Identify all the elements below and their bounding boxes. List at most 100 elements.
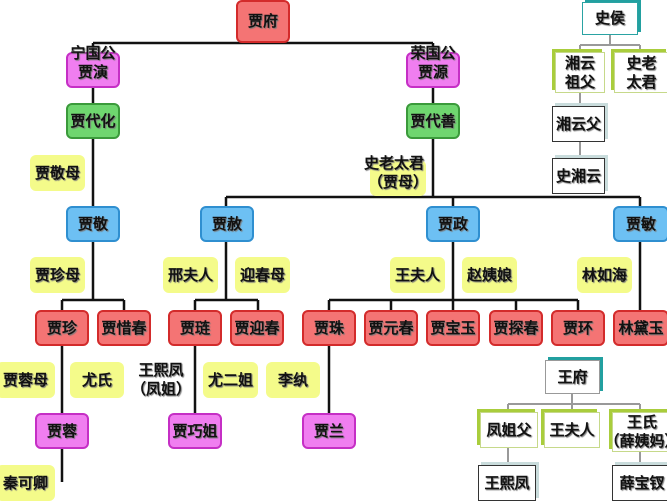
node-aunt-xue: 王氏（薛姨妈）: [612, 412, 667, 452]
node-lin-ruhai: 林如海: [577, 257, 632, 293]
node-label: 赵姨娘: [467, 266, 512, 285]
node-label: 贾敏: [626, 215, 656, 234]
node-lady-wang: 王夫人: [390, 257, 445, 293]
node-jia-qiaojie: 贾巧姐: [168, 413, 222, 449]
node-label: 湘云父: [556, 115, 601, 134]
node-label: 贾蓉: [47, 422, 77, 441]
node-label: 贾探春: [493, 319, 538, 338]
node-label: 王熙凤: [138, 361, 183, 380]
node-xiangyun-father: 湘云父: [552, 106, 605, 142]
node-label: 迎春母: [240, 266, 285, 285]
node-grandmother: 史老太君（贾母）: [370, 160, 426, 196]
node-jia-daihua: 贾代化: [66, 103, 120, 139]
node-label: 贾敬: [78, 215, 108, 234]
node-jia-huan: 贾环: [551, 310, 605, 346]
node-jia-jing-mother: 贾敬母: [30, 155, 85, 191]
node-label: 贾代善: [410, 112, 455, 131]
node-label: 薛宝钗: [619, 474, 664, 493]
node-label: 贾蓉母: [3, 371, 48, 390]
node-label: 宁国公: [70, 44, 115, 63]
node-label: 王夫人: [395, 266, 440, 285]
node-shi-xiangyun: 史湘云: [552, 158, 605, 194]
node-jia-baoyu: 贾宝玉: [426, 310, 480, 346]
node-label: 贾元春: [368, 319, 413, 338]
node-label: 贾演: [78, 63, 108, 82]
node-wang-xifeng-wang-family: 王熙凤: [478, 465, 536, 501]
node-jia-fu: 贾府: [236, 0, 290, 43]
node-jia-rong-mother: 贾蓉母: [0, 362, 55, 398]
node-label: （贾母）: [368, 173, 428, 192]
node-jia-daishan: 贾代善: [406, 103, 460, 139]
node-li-wan: 李纨: [266, 362, 320, 398]
node-lin-daiyu: 林黛玉: [613, 310, 667, 346]
node-jia-lan: 贾兰: [302, 413, 356, 449]
node-label: 林黛玉: [618, 319, 663, 338]
node-label: 王熙凤: [484, 474, 529, 493]
node-label: 贾源: [418, 63, 448, 82]
node-wang-xifeng: 王熙凤（凤姐）: [128, 357, 194, 403]
node-ningguogong: 宁国公贾演: [66, 52, 120, 88]
node-label: 贾迎春: [234, 319, 279, 338]
node-label: 史侯: [595, 9, 625, 28]
node-label: 祖父: [565, 73, 595, 92]
node-jia-zhu: 贾珠: [302, 310, 356, 346]
node-rongguogong: 荣国公贾源: [406, 52, 460, 88]
node-jia-yuanchun: 贾元春: [364, 310, 418, 346]
node-label: 王夫人: [549, 421, 594, 440]
node-label: 贾巧姐: [172, 422, 217, 441]
node-jia-yingchun: 贾迎春: [230, 310, 284, 346]
node-label: 贾府: [248, 12, 278, 31]
node-label: 贾环: [563, 319, 593, 338]
node-label: 湘云: [565, 54, 595, 73]
node-label: 荣国公: [410, 44, 455, 63]
node-label: 史老太君: [364, 154, 424, 173]
node-label: 太君: [626, 73, 656, 92]
node-label: 史湘云: [556, 167, 601, 186]
node-jia-xichun: 贾惜春: [97, 310, 151, 346]
node-label: 贾珍母: [35, 266, 80, 285]
node-label: 贾代化: [70, 112, 115, 131]
node-label: 史老: [626, 54, 656, 73]
node-wang-lady-wang: 王夫人: [544, 412, 600, 448]
node-you-shi: 尤氏: [70, 362, 124, 398]
node-jia-zheng: 贾政: [426, 206, 480, 242]
node-qin-keqing: 秦可卿: [0, 465, 55, 501]
node-jia-zhen-mother: 贾珍母: [30, 257, 85, 293]
node-yingchun-mother: 迎春母: [235, 257, 290, 293]
node-label: （薛姨妈）: [605, 432, 667, 451]
node-label: 贾宝玉: [430, 319, 475, 338]
node-label: 贾琏: [180, 319, 210, 338]
node-shi-laotaijun: 史老太君: [614, 52, 667, 93]
node-label: 贾珠: [314, 319, 344, 338]
node-label: 李纨: [278, 371, 308, 390]
node-jia-lian: 贾琏: [168, 310, 222, 346]
node-label: 贾惜春: [101, 319, 146, 338]
node-jia-zhen: 贾珍: [35, 310, 89, 346]
node-label: 尤二姐: [208, 371, 253, 390]
node-wang-fu: 王府: [545, 360, 600, 394]
node-label: 王氏: [627, 413, 657, 432]
node-label: 邢夫人: [168, 266, 213, 285]
node-label: 林如海: [582, 266, 627, 285]
node-jia-she: 贾赦: [200, 206, 254, 242]
node-you-erjie: 尤二姐: [203, 362, 258, 398]
node-label: 贾珍: [47, 319, 77, 338]
node-shi-hou: 史侯: [582, 2, 638, 35]
node-jia-tanchun: 贾探春: [489, 310, 543, 346]
node-concubine-zhao: 赵姨娘: [462, 257, 517, 293]
node-label: （凤姐）: [131, 380, 191, 399]
node-label: 凤姐父: [486, 421, 531, 440]
node-label: 贾兰: [314, 422, 344, 441]
node-label: 贾敬母: [35, 164, 80, 183]
node-jia-rong: 贾蓉: [35, 413, 89, 449]
node-jia-min: 贾敏: [613, 206, 667, 242]
node-label: 贾赦: [212, 215, 242, 234]
node-xue-baochai: 薛宝钗: [612, 465, 667, 501]
node-jia-jing: 贾敬: [66, 206, 120, 242]
node-label: 尤氏: [82, 371, 112, 390]
node-label: 王府: [557, 368, 587, 387]
node-label: 秦可卿: [3, 474, 48, 493]
node-lady-xing: 邢夫人: [163, 257, 218, 293]
node-label: 贾政: [438, 215, 468, 234]
node-fengjie-father: 凤姐父: [480, 412, 538, 448]
